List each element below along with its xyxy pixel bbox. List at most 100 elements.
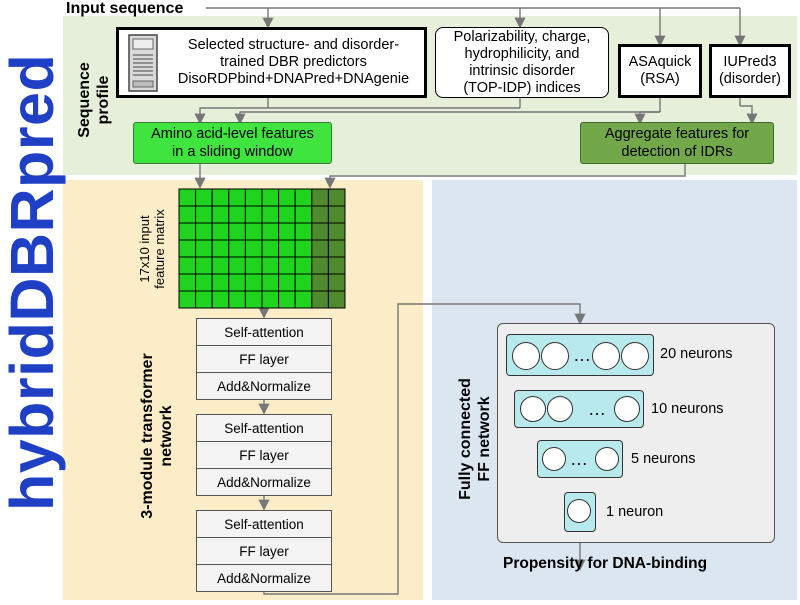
matrix-cell: [311, 239, 329, 258]
matrix-cell: [294, 205, 313, 224]
matrix-cell: [195, 273, 213, 292]
matrix-cell: [211, 188, 230, 207]
ff-layer-10-label: 10 neurons: [651, 401, 724, 417]
aggregate-features-line2: detection of IDRs: [621, 144, 733, 160]
matrix-cell: [294, 239, 313, 258]
matrix-cell: [228, 290, 246, 309]
output-label: Propensity for DNA-binding: [503, 555, 708, 572]
ff-layer-20-label: 20 neurons: [660, 346, 733, 362]
matrix-cell: [311, 256, 329, 275]
matrix-cell: [311, 188, 329, 207]
matrix-cell: [211, 273, 230, 292]
self-attention-layer: Self-attention: [197, 511, 331, 538]
neuron: [614, 396, 640, 422]
matrix-cell: [211, 256, 230, 275]
amino-acid-features-line1: Amino acid-level features: [151, 126, 314, 142]
indices-line3: intrinsic disorder: [469, 62, 575, 79]
matrix-cell: [327, 239, 346, 258]
ff-network-label-line1: Fully connected: [457, 378, 474, 500]
indices-line2: hydrophilicity, and: [464, 45, 580, 62]
neuron: [621, 342, 649, 370]
ff-layer-1: [564, 492, 596, 532]
ff-layer-5: …: [537, 440, 623, 478]
matrix-cell: [327, 273, 346, 292]
ff-layer-20: …: [506, 334, 654, 376]
matrix-cell: [228, 256, 246, 275]
matrix-cell: [327, 256, 346, 275]
matrix-cell: [327, 290, 346, 309]
neuron: [567, 499, 591, 523]
matrix-cell: [278, 205, 296, 224]
ff-layer-10: …: [514, 390, 644, 428]
amino-acid-features-line2: in a sliding window: [172, 144, 293, 160]
matrix-cell: [211, 205, 230, 224]
matrix-cell: [261, 188, 280, 207]
matrix-cell: [228, 188, 246, 207]
matrix-cell: [211, 222, 230, 241]
matrix-cell: [311, 205, 329, 224]
feature-matrix: [178, 188, 346, 309]
server-icon: [128, 33, 158, 92]
matrix-cell: [261, 239, 280, 258]
ellipsis: …: [573, 345, 591, 365]
ff-network-label: Fully connected FF network: [456, 359, 500, 519]
add-normalize-layer: Add&Normalize: [197, 373, 331, 399]
ff-layer: FF layer: [197, 346, 331, 373]
matrix-label: 17x10 input feature matrix: [137, 189, 169, 309]
neuron: [542, 447, 566, 471]
matrix-cell: [294, 290, 313, 309]
transformer-network: Self-attention FF layer Add&Normalize Se…: [196, 318, 332, 592]
self-attention-layer: Self-attention: [197, 319, 331, 346]
matrix-cell: [278, 290, 296, 309]
matrix-cell: [261, 290, 280, 309]
transformer-label: 3-module transformer network: [138, 336, 182, 536]
indices-line1: Polarizability, charge,: [453, 28, 591, 45]
matrix-cell: [195, 222, 213, 241]
neuron: [595, 447, 619, 471]
asaquick-line1: ASAquick: [628, 54, 692, 70]
matrix-cell: [195, 290, 213, 309]
matrix-cell: [261, 273, 280, 292]
matrix-cell: [244, 188, 263, 207]
ellipsis: …: [588, 399, 606, 419]
iupred-line2: (disorder): [718, 71, 782, 87]
matrix-cell: [244, 273, 263, 292]
input-sequence-label: Input sequence: [66, 0, 184, 17]
matrix-cell: [228, 222, 246, 241]
matrix-cell: [195, 205, 213, 224]
diagram-title: hybridDBRpred: [0, 53, 66, 511]
matrix-cell: [211, 239, 230, 258]
matrix-cell: [178, 290, 197, 309]
matrix-cell: [261, 256, 280, 275]
matrix-cell: [311, 222, 329, 241]
transformer-module-1: Self-attention FF layer Add&Normalize: [196, 318, 332, 400]
neuron: [547, 396, 573, 422]
matrix-cell: [327, 188, 346, 207]
matrix-cell: [311, 290, 329, 309]
matrix-cell: [294, 188, 313, 207]
matrix-cell: [178, 188, 197, 207]
matrix-cell: [278, 222, 296, 241]
aggregate-features-box: Aggregate features for detection of IDRs: [580, 122, 774, 164]
iupred-line1: IUPred3: [723, 54, 777, 70]
matrix-cell: [228, 239, 246, 258]
matrix-cell: [244, 205, 263, 224]
ff-layer: FF layer: [197, 442, 331, 469]
top-idp-indices-box: Polarizability, charge, hydrophilicity, …: [435, 27, 609, 98]
matrix-cell: [311, 273, 329, 292]
asaquick-box: ASAquick (RSA): [618, 44, 702, 98]
dbr-predictors-box: Selected structure- and disorder- traine…: [116, 27, 427, 98]
matrix-label-line1: 17x10 input: [137, 215, 152, 283]
matrix-cell: [211, 290, 230, 309]
transformer-label-line2: network: [158, 405, 175, 467]
matrix-cell: [178, 239, 197, 258]
matrix-cell: [294, 273, 313, 292]
asaquick-line2: (RSA): [640, 71, 680, 87]
iupred3-box: IUPred3 (disorder): [709, 44, 791, 98]
matrix-cell: [244, 290, 263, 309]
dbr-box-line2: trained DBR predictors: [220, 54, 367, 70]
ff-layer: FF layer: [197, 538, 331, 565]
matrix-cell: [244, 222, 263, 241]
matrix-cell: [178, 205, 197, 224]
